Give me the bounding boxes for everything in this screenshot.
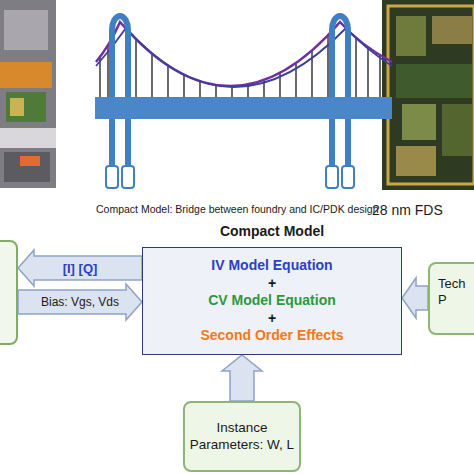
chip-block [396,16,426,56]
bridge-tower [332,16,348,170]
hanger [151,54,152,97]
chip-block [402,104,436,140]
compact-model-box: Compact ModelIV Model Equation+CV Model … [142,247,402,355]
instance-box: Instance Parameters: W, L [183,401,301,472]
hanger [355,38,356,97]
photo-label: 28 nm FDS [372,202,443,218]
arrow-label: [I] [Q] [63,261,98,276]
output-box [0,240,18,345]
photo-part [0,62,52,88]
chip-block [432,16,472,44]
technology-box: Tech P [428,262,474,335]
node-text: + [268,275,276,293]
bridge-footing [342,166,354,188]
photo-part [10,98,24,116]
block-arrow [222,355,262,401]
node-text: IV Model Equation [211,257,332,275]
photo-part [6,92,46,122]
photo-part [4,10,48,50]
chip-photo [382,0,474,190]
bridge-tower [112,16,128,170]
figure-caption: Compact Model: Bridge between foundry an… [96,203,379,215]
hanger [215,85,216,97]
hanger [367,46,368,97]
block-arrow [18,284,142,320]
photo-part [4,152,50,182]
photo-background [0,0,56,188]
node-text: Second Order Effects [200,327,343,345]
bridge-footing [326,166,338,188]
node-text: Compact Model [143,223,401,241]
bridge-footing [106,166,118,188]
arrow-label: Bias: Vgs, Vds [41,295,119,309]
chip-block [442,104,472,156]
node-text: Instance Parameters: W, L [187,420,297,454]
chip-block [396,64,472,98]
node-text: + [268,310,276,328]
chip-block [396,146,436,176]
hanger [135,39,136,97]
node-text: CV Model Equation [208,292,336,310]
photo-part [0,128,56,148]
hanger [199,81,200,97]
node-text: Tech P [438,276,474,309]
chip-border [388,6,474,184]
bridge-deck [95,97,392,119]
block-arrow [18,250,142,286]
hanger [167,66,168,97]
photo-part [20,156,40,166]
bridge-footing [122,166,134,188]
block-arrow [402,278,428,318]
hanger [379,54,380,97]
hanger [183,75,184,97]
